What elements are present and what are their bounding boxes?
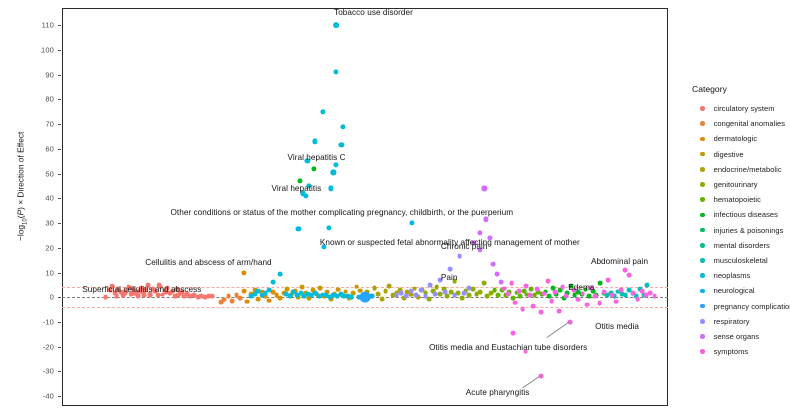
y-tick-mark bbox=[57, 272, 61, 274]
legend-color-swatch-icon bbox=[700, 212, 705, 218]
y-tick-mark bbox=[57, 124, 61, 126]
legend-item-label: sense organs bbox=[713, 331, 760, 341]
y-tick-label: -20 bbox=[42, 342, 54, 352]
y-tick-mark bbox=[57, 371, 61, 373]
legend-color-swatch-icon bbox=[700, 167, 705, 172]
legend-item-group: circulatory system congenital anomalies de… bbox=[690, 101, 790, 359]
legend-title: Category bbox=[692, 84, 727, 94]
legend-color-swatch-icon bbox=[700, 273, 705, 278]
y-tick-mark bbox=[57, 321, 61, 323]
legend: Category circulatory system congenital an… bbox=[690, 84, 790, 359]
legend-item[interactable]: endocrine/metabolic bbox=[690, 162, 790, 177]
y-tick-label: 60 bbox=[45, 144, 54, 154]
legend-item-label: dermatologic bbox=[713, 134, 758, 144]
legend-item[interactable]: pregnancy complications bbox=[690, 298, 790, 313]
y-tick-label: -30 bbox=[42, 366, 54, 376]
y-tick-label: 50 bbox=[45, 169, 54, 179]
y-tick-label: 0 bbox=[49, 292, 54, 302]
legend-item[interactable]: injuries & poisonings bbox=[690, 223, 790, 238]
legend-color-swatch-icon bbox=[700, 334, 705, 339]
y-tick-mark bbox=[57, 223, 61, 225]
legend-item[interactable]: dermatologic bbox=[690, 131, 790, 146]
y-tick-label: 10 bbox=[45, 268, 54, 277]
y-tick-label: 100 bbox=[41, 45, 54, 55]
legend-item[interactable]: circulatory system bbox=[690, 101, 790, 116]
y-tick-mark bbox=[57, 99, 61, 101]
legend-item[interactable]: respiratory bbox=[690, 314, 790, 329]
legend-item-label: genitourinary bbox=[713, 180, 758, 190]
legend-item[interactable]: neoplasms bbox=[690, 268, 790, 283]
legend-color-swatch-icon bbox=[700, 136, 705, 142]
legend-item-label: neoplasms bbox=[713, 271, 751, 281]
legend-item[interactable]: mental disorders bbox=[690, 238, 790, 253]
legend-color-swatch-icon bbox=[700, 197, 705, 203]
legend-color-swatch-icon bbox=[700, 242, 705, 248]
legend-item[interactable]: genitourinary bbox=[690, 177, 790, 192]
y-tick-mark bbox=[57, 396, 61, 398]
y-tick-mark bbox=[57, 247, 61, 249]
legend-item[interactable]: symptoms bbox=[690, 344, 790, 359]
legend-item-label: symptoms bbox=[713, 347, 749, 357]
legend-item[interactable]: congenital anomalies bbox=[690, 116, 790, 131]
legend-item[interactable]: hematopoietic bbox=[690, 192, 790, 207]
legend-item-label: musculoskeletal bbox=[713, 255, 768, 265]
legend-item-label: congenital anomalies bbox=[713, 119, 786, 129]
y-tick-mark bbox=[57, 25, 61, 27]
legend-color-swatch-icon bbox=[700, 258, 705, 263]
legend-color-swatch-icon bbox=[700, 349, 705, 354]
legend-color-swatch-icon bbox=[700, 151, 705, 157]
legend-color-swatch-icon bbox=[700, 182, 705, 187]
legend-item-label: digestive bbox=[713, 149, 744, 159]
y-tick-mark bbox=[57, 198, 61, 200]
legend-item[interactable]: sense organs bbox=[690, 329, 790, 344]
legend-item-label: mental disorders bbox=[713, 240, 770, 250]
y-tick-mark bbox=[57, 50, 61, 52]
y-tick-mark bbox=[57, 74, 61, 76]
legend-item-label: respiratory bbox=[713, 316, 750, 326]
y-tick-label: 20 bbox=[45, 243, 54, 253]
legend-item[interactable]: digestive bbox=[690, 147, 790, 162]
legend-item-label: neurological bbox=[713, 286, 755, 296]
legend-item-label: circulatory system bbox=[713, 104, 775, 114]
y-tick-mark bbox=[57, 346, 61, 348]
y-tick-label: 30 bbox=[45, 218, 54, 228]
y-tick-label: 70 bbox=[45, 119, 54, 129]
legend-item-label: infectious diseases bbox=[713, 210, 778, 220]
plot-frame bbox=[62, 8, 668, 406]
y-tick-label: -40 bbox=[42, 391, 54, 401]
y-axis-title: −log10(P) × Direction of Effect bbox=[15, 131, 29, 242]
legend-item-label: hematopoietic bbox=[713, 195, 761, 205]
y-tick-mark bbox=[57, 297, 61, 299]
legend-color-swatch-icon bbox=[700, 303, 705, 309]
y-tick-label: 90 bbox=[45, 70, 54, 80]
y-tick-label: 110 bbox=[41, 20, 54, 30]
legend-color-swatch-icon bbox=[700, 288, 705, 294]
legend-item-label: endocrine/metabolic bbox=[713, 164, 782, 174]
y-tick-mark bbox=[57, 148, 61, 150]
legend-color-swatch-icon bbox=[700, 106, 705, 111]
legend-item[interactable]: musculoskeletal bbox=[690, 253, 790, 268]
legend-item-label: injuries & poisonings bbox=[713, 225, 784, 235]
legend-item-label: pregnancy complications bbox=[713, 301, 790, 311]
legend-color-swatch-icon bbox=[700, 227, 705, 233]
legend-item[interactable]: infectious diseases bbox=[690, 207, 790, 222]
legend-item[interactable]: neurological bbox=[690, 283, 790, 298]
legend-color-swatch-icon bbox=[700, 121, 705, 127]
y-tick-label: 80 bbox=[45, 94, 54, 104]
y-tick-label: 40 bbox=[45, 193, 54, 203]
y-tick-mark bbox=[57, 173, 61, 175]
y-tick-label: -10 bbox=[42, 317, 54, 327]
legend-color-swatch-icon bbox=[700, 318, 705, 324]
